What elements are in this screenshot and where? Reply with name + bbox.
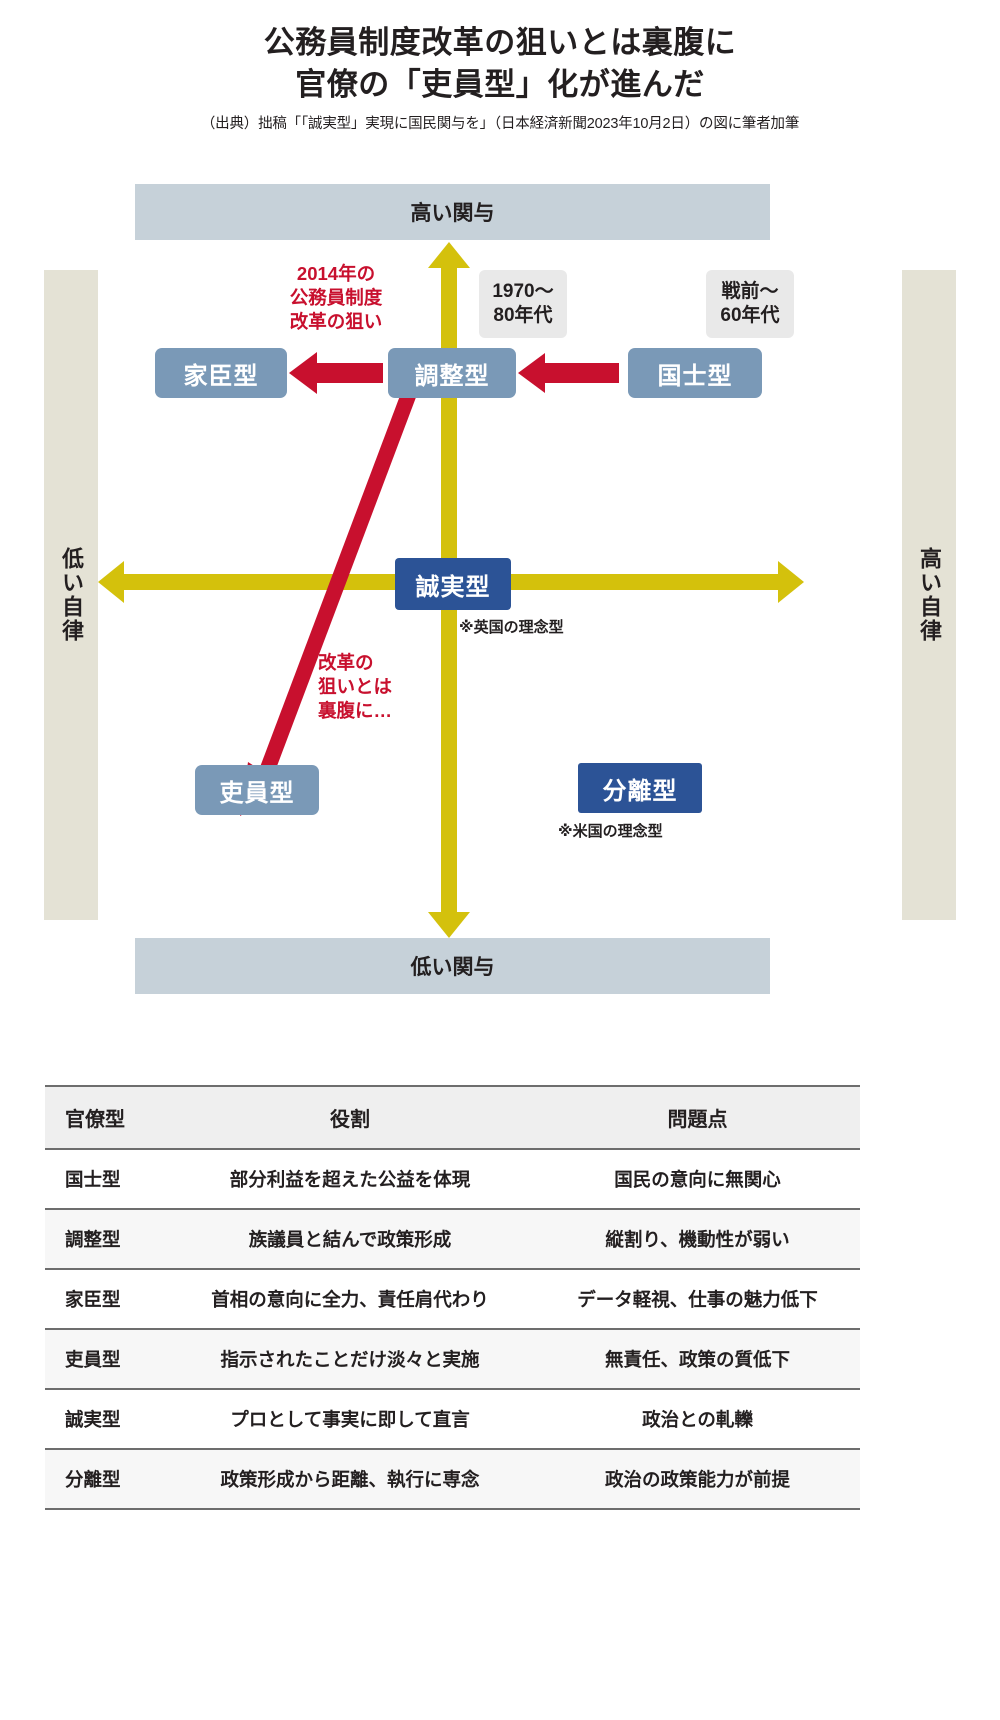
annotation-urahara-line1: 改革の: [318, 652, 374, 673]
type-box-kashin[interactable]: 家臣型: [155, 348, 287, 398]
quadrant-diagram: 高い関与 低い関与 低い自律 高い自律: [0, 170, 1000, 1020]
note-us-ideal-type: ※米国の理念型: [558, 823, 663, 840]
bureaucrat-types-table: 官僚型 役割 問題点 国士型部分利益を超えた公益を体現国民の意向に無関心調整型族…: [45, 1085, 860, 1510]
annotation-reform-aim-line2: 公務員制度: [289, 287, 383, 309]
table-header-row: 官僚型 役割 問題点: [45, 1085, 860, 1150]
cell-issue: 国民の意向に無関心: [535, 1149, 860, 1210]
axis-arrow-left-icon: [98, 561, 124, 603]
column-header-type: 官僚型: [45, 1085, 165, 1150]
types-table: 官僚型 役割 問題点 国士型部分利益を超えた公益を体現国民の意向に無関心調整型族…: [45, 1085, 860, 1510]
table-row: 誠実型プロとして事実に即して直言政治との軋轢: [45, 1389, 860, 1450]
annotation-urahara-line3: 裏腹に…: [318, 700, 393, 722]
annotation-reform-aim-line1: 2014年の: [296, 263, 376, 284]
cell-type: 家臣型: [45, 1269, 165, 1330]
cell-role: 族議員と結んで政策形成: [165, 1209, 535, 1270]
era-callout-1970s: 1970〜 80年代: [479, 270, 567, 338]
cell-role: 部分利益を超えた公益を体現: [165, 1149, 535, 1210]
cell-issue: データ軽視、仕事の魅力低下: [535, 1269, 860, 1330]
type-box-riin[interactable]: 吏員型: [195, 765, 319, 815]
cell-type: 分離型: [45, 1449, 165, 1510]
annotation-reform-aim-line3: 改革の狙い: [289, 311, 383, 333]
era-callout-prewar-line2: 60年代: [720, 305, 780, 326]
cell-issue: 無責任、政策の質低下: [535, 1329, 860, 1390]
arrow-chousei-to-kashin: [289, 352, 383, 394]
page-title-line1: 公務員制度改革の狙いとは裏腹に: [263, 25, 737, 60]
column-header-role: 役割: [165, 1085, 535, 1150]
type-box-kokushi[interactable]: 国士型: [628, 348, 762, 398]
cell-issue: 政治の政策能力が前提: [535, 1449, 860, 1510]
column-header-issue: 問題点: [535, 1085, 860, 1150]
era-callout-prewar: 戦前〜 60年代: [706, 270, 794, 338]
type-box-seijitsu[interactable]: 誠実型: [395, 558, 511, 610]
cell-type: 国士型: [45, 1149, 165, 1210]
table-row: 国士型部分利益を超えた公益を体現国民の意向に無関心: [45, 1149, 860, 1210]
note-uk-ideal-type: ※英国の理念型: [459, 619, 564, 636]
side-band-left: [44, 270, 98, 920]
era-callout-prewar-line1: 戦前〜: [721, 281, 779, 303]
cell-type: 吏員型: [45, 1329, 165, 1390]
axis-label-left: 低い自律: [59, 547, 84, 643]
arrow-chousei-to-riin: [240, 384, 421, 816]
table-row: 調整型族議員と結んで政策形成縦割り、機動性が弱い: [45, 1209, 860, 1270]
cell-issue: 縦割り、機動性が弱い: [535, 1209, 860, 1270]
cell-role: 政策形成から距離、執行に専念: [165, 1449, 535, 1510]
axis-arrow-down-icon: [428, 912, 470, 938]
annotation-urahara-line2: 狙いとは: [318, 676, 393, 698]
type-box-chousei[interactable]: 調整型: [388, 348, 516, 398]
cell-role: 首相の意向に全力、責任肩代わり: [165, 1269, 535, 1330]
cell-role: プロとして事実に即して直言: [165, 1389, 535, 1450]
page-title: 公務員制度改革の狙いとは裏腹に 官僚の「吏員型」化が進んだ: [0, 22, 1000, 106]
annotation-reform-aim: 2014年の 公務員制度 改革の狙い: [266, 262, 406, 334]
axis-label-right: 高い自律: [917, 547, 942, 643]
side-band-right: [902, 270, 956, 920]
types-table-body: 国士型部分利益を超えた公益を体現国民の意向に無関心調整型族議員と結んで政策形成縦…: [45, 1149, 860, 1510]
table-row: 分離型政策形成から距離、執行に専念政治の政策能力が前提: [45, 1449, 860, 1510]
type-box-bunri[interactable]: 分離型: [578, 763, 702, 813]
axis-arrow-up-icon: [428, 242, 470, 268]
source-note: （出典）拙稿「「誠実型」実現に国民関与を」（日本経済新聞2023年10月2日）の…: [200, 116, 800, 132]
axis-label-top: 高い関与: [135, 184, 770, 240]
cell-type: 誠実型: [45, 1389, 165, 1450]
types-table-head: 官僚型 役割 問題点: [45, 1085, 860, 1150]
annotation-urahara: 改革の 狙いとは 裏腹に…: [318, 651, 428, 723]
cell-type: 調整型: [45, 1209, 165, 1270]
axis-label-bottom: 低い関与: [135, 938, 770, 994]
era-callout-1970s-line1: 1970〜: [492, 281, 554, 303]
era-callout-1970s-line2: 80年代: [493, 305, 553, 326]
cell-role: 指示されたことだけ淡々と実施: [165, 1329, 535, 1390]
table-row: 家臣型首相の意向に全力、責任肩代わりデータ軽視、仕事の魅力低下: [45, 1269, 860, 1330]
page-title-line2: 官僚の「吏員型」化が進んだ: [295, 66, 705, 102]
axis-arrow-right-icon: [778, 561, 804, 603]
table-row: 吏員型指示されたことだけ淡々と実施無責任、政策の質低下: [45, 1329, 860, 1390]
arrow-kokushi-to-chousei: [518, 353, 619, 393]
cell-issue: 政治との軋轢: [535, 1389, 860, 1450]
